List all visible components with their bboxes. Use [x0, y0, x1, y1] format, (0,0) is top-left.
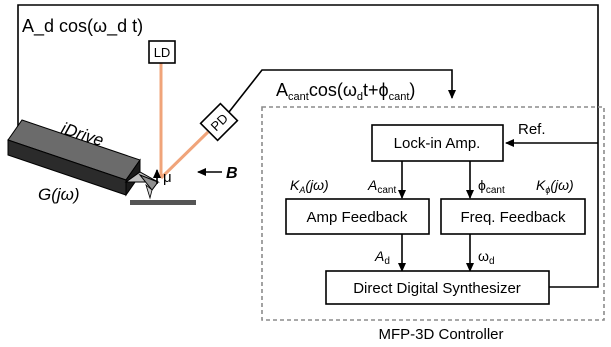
- drive-signal-wire: [17, 4, 599, 288]
- drive-signal-label: A_d cos(ω_d t): [22, 16, 143, 37]
- reference-label: Ref.: [518, 121, 546, 138]
- a-d-label: Ad: [374, 248, 390, 267]
- controller-boundary: [261, 106, 605, 321]
- phi-cant-label: ϕcant: [478, 177, 505, 196]
- mu-label: μ: [163, 169, 172, 186]
- laser-beam-reflected: [159, 130, 210, 180]
- lockin-amp-label: Lock-in Amp.: [394, 135, 481, 152]
- sample-surface: [130, 200, 196, 205]
- laser-diode-label: LD: [154, 45, 171, 60]
- a-cant-label: Acant: [367, 177, 396, 196]
- controller-title: MFP-3D Controller: [378, 326, 503, 343]
- amp-feedback-label: Amp Feedback: [307, 209, 408, 226]
- freq-feedback-box: [440, 198, 586, 235]
- omega-d-label: ωd: [478, 248, 495, 267]
- dds-label: Direct Digital Synthesizer: [353, 280, 521, 297]
- freq-feedback-label: Freq. Feedback: [460, 209, 566, 226]
- photodiode: PD: [199, 102, 239, 142]
- field-label: B: [226, 165, 238, 182]
- dds-box: [325, 270, 550, 305]
- lockin-amp-box: [371, 124, 504, 162]
- ka-label: KA(jω): [290, 177, 329, 195]
- laser-diode-box: [148, 40, 176, 64]
- kphi-label: Kϕ(jω): [536, 177, 574, 195]
- pd-signal-wire: [228, 69, 456, 113]
- photodiode-box: [199, 102, 239, 142]
- idrive-cantilever: [7, 119, 160, 200]
- cantilever-signal-label: Acantcos(ωdt+ϕcant): [276, 80, 415, 103]
- amp-feedback-box: [285, 198, 430, 235]
- transfer-function-label: G(jω): [38, 185, 80, 204]
